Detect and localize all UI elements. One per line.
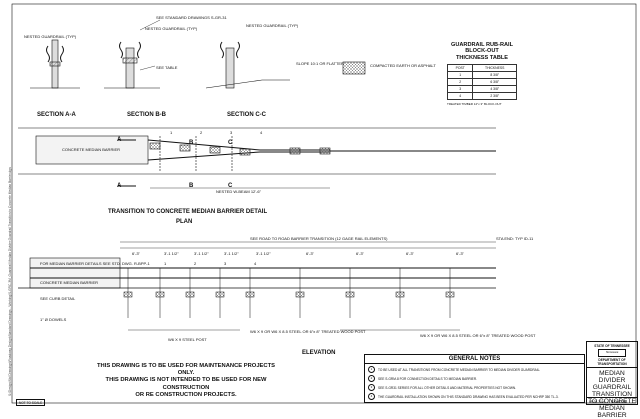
elevation-title: ELEVATION — [302, 350, 336, 356]
section-b-graphic — [104, 19, 161, 89]
elev-spacing: 6'-3" — [456, 251, 464, 256]
elev-spacing: 3'-1 1/2" — [194, 251, 209, 256]
elev-spacing: 6'-3" — [132, 251, 140, 256]
state-label: STATE OF TENNESSEE — [594, 344, 630, 348]
section-c-note-1: NESTED GUARDRAIL (TYP) — [246, 23, 299, 28]
section-b-note-1: SEE STANDARD DRAWINGS S-GR-31 — [156, 15, 227, 20]
plan-post-4: 4 — [260, 130, 263, 135]
sheet-border — [11, 3, 637, 404]
plan-cut-b-bottom: B — [189, 183, 194, 189]
section-c-note-2: SLOPE 10:1 OR FLATTER — [296, 61, 344, 66]
section-c-title: SECTION C-C — [227, 112, 266, 118]
elev-anchor-label: 1" Ø DOWELS — [40, 317, 67, 322]
plan-barrier-label: CONCRETE MEDIAN BARRIER — [62, 147, 121, 152]
title-footer: 05-20-2010 S-GRC-3M — [587, 397, 637, 404]
plan-subtitle: PLAN — [176, 219, 193, 225]
drawing-title: MEDIAN DIVIDER GUARDRAIL TRANSITION TO C… — [588, 370, 636, 419]
maintenance-warning: THIS DRAWING IS TO BE USED FOR MAINTENAN… — [97, 363, 275, 398]
drawing-sheet: S:\Design\Std Drawings\Roadway Design\St… — [8, 3, 638, 418]
elev-station: STA END: TYP ID-11 — [496, 236, 534, 241]
table-header-post: POST — [446, 64, 474, 73]
elev-post-3: 3 — [224, 261, 227, 266]
elevation-graphic — [18, 241, 496, 331]
section-a-graphic — [30, 39, 80, 89]
plan-post-1: 1 — [170, 130, 173, 135]
plan-title: TRANSITION TO CONCRETE MEDIAN BARRIER DE… — [108, 209, 268, 215]
dept-label: DEPARTMENT OF TRANSPORTATION — [587, 358, 637, 368]
section-b-note-2: NESTED GUARDRAIL (TYP) — [145, 26, 198, 31]
tdot-logo: Tennessee — [598, 349, 626, 357]
table-title-3: THICKNESS TABLE — [455, 54, 509, 61]
elev-post-note-a: W6 X 9 OR W6 X 8.5 STEEL OR 6"x 8" TREAT… — [250, 329, 366, 334]
title-block: STATE OF TENNESSEE Tennessee DEPARTMENT … — [586, 341, 638, 418]
elev-spacing: 6'-3" — [406, 251, 414, 256]
table-title-2: BLOCK-OUT — [465, 48, 499, 55]
elev-post-2: 2 — [194, 261, 197, 266]
table-title-1: GUARDRAIL RUB-RAIL — [450, 42, 514, 48]
section-a-title: SECTION A-A — [37, 112, 76, 118]
plan-cut-c: C — [228, 140, 233, 146]
table-footnote: TREATED TIMBER 14"x 3" BLOCK-OUT — [447, 102, 502, 107]
elev-spacing: 3'-1 1/2" — [164, 251, 179, 256]
elev-spacing: 6'-3" — [306, 251, 314, 256]
plan-cut-a-left: A — [117, 137, 122, 143]
not-to-scale-label: NOT TO SCALE — [16, 399, 46, 406]
elev-post-1: 1 — [164, 261, 167, 266]
plan-post-3: 3 — [230, 130, 233, 135]
plan-cut-a-left-bottom: A — [117, 183, 122, 189]
elev-top-note: SEE ROAD TO ROAD BARRIER TRANSITION (12 … — [250, 236, 388, 241]
plan-cut-b: B — [189, 140, 194, 146]
section-c-graphic — [205, 41, 366, 89]
elev-face-label: SEE CURB DETAIL — [40, 296, 76, 301]
drawing-linework — [11, 3, 637, 404]
section-c-note-3: COMPACTED EARTH OR ASPHALT — [370, 63, 436, 68]
notes-title: GENERAL NOTES — [365, 355, 584, 364]
thickness-table: GUARDRAIL RUB-RAIL BLOCK-OUT THICKNESS T… — [446, 42, 517, 107]
elev-barrier-label: CONCRETE MEDIAN BARRIER — [40, 280, 99, 285]
plan-post-2: 2 — [200, 130, 203, 135]
elev-post-note-b: W6 X 9 OR W6 X 8.5 STEEL OR 6"x 8" TREAT… — [420, 333, 536, 338]
plan-cut-c-bottom: C — [228, 183, 233, 189]
elev-spacing: 6'-3" — [356, 251, 364, 256]
drawing-number: S-GRC-3M — [611, 399, 627, 404]
plan-graphic — [18, 127, 496, 189]
section-b-title: SECTION B-B — [127, 112, 166, 118]
drawing-date: 05-20-2010 — [589, 399, 606, 404]
elev-rail-note: FOR MEDIAN BARRIER DETAILS SEE STD. DWG.… — [40, 261, 150, 266]
elev-post-4: 4 — [254, 261, 257, 266]
section-a-note: NESTED GUARDRAIL (TYP) — [24, 34, 77, 39]
elev-spacing: 3'-1 1/2" — [224, 251, 239, 256]
elev-steel-post: W6 X 9 STEEL POST — [168, 337, 207, 342]
plan-nested-label: NESTED W-BEAM 12'-6" — [216, 189, 262, 194]
table-header-thickness: THICKNESS — [472, 64, 517, 73]
elev-spacing: 3'-1 1/2" — [256, 251, 271, 256]
section-b-note-3: SEE TABLE — [156, 65, 178, 70]
